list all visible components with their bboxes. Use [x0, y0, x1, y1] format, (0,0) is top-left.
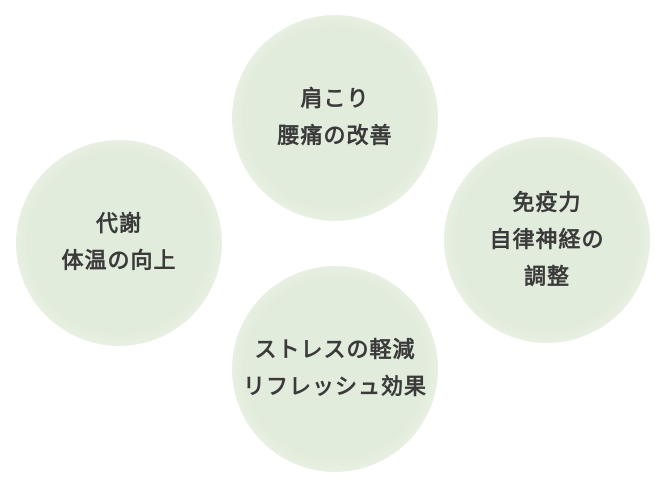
benefit-circle-immunity: 免疫力 自律神経の 調整	[444, 137, 650, 343]
benefit-text: ストレスの軽減 リフレッシュ効果	[243, 332, 427, 406]
benefit-circle-metabolism: 代謝 体温の向上	[16, 140, 222, 346]
benefit-circle-shoulder-back: 肩こり 腰痛の改善	[232, 15, 438, 221]
benefit-line: リフレッシュ効果	[242, 374, 427, 400]
benefit-line: 体温の向上	[61, 248, 177, 274]
benefit-text: 代謝 体温の向上	[61, 206, 176, 280]
benefit-line: 肩こり	[300, 86, 370, 112]
benefit-line: 調整	[523, 263, 570, 290]
benefit-line: 腰痛の改善	[277, 123, 393, 149]
benefit-text: 免疫力 自律神経の 調整	[489, 185, 604, 296]
benefit-line: 自律神経の	[489, 226, 605, 253]
benefit-text: 肩こり 腰痛の改善	[277, 81, 392, 155]
benefit-line: ストレスの軽減	[254, 337, 416, 363]
benefit-line: 免疫力	[512, 189, 582, 216]
benefit-line: 代謝	[95, 211, 142, 237]
benefit-circle-stress-relief: ストレスの軽減 リフレッシュ効果	[232, 266, 438, 472]
